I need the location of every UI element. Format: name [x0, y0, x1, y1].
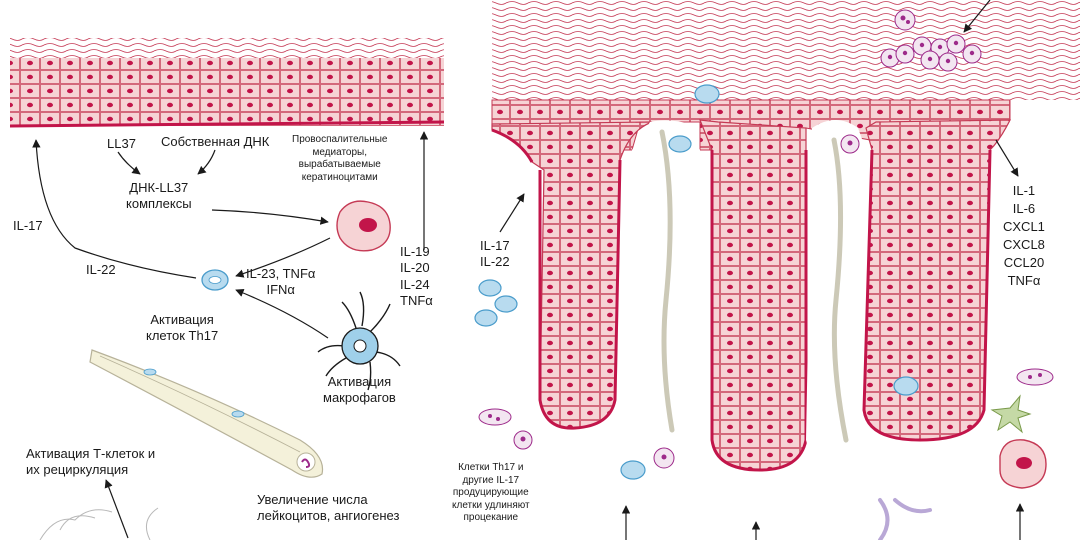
- lymphocyte-icon: [201, 269, 229, 291]
- arrow-dc-to-th17: [235, 237, 331, 278]
- keratinocyte-icon: [336, 200, 391, 252]
- rete-ridge-1: [491, 121, 653, 429]
- label-cytokines-right: IL-1 IL-6 CXCL1 CXCL8 CCL20 TNFα: [1003, 183, 1045, 288]
- stratum-corneum-right: [492, 0, 1080, 100]
- epidermis-left: [9, 38, 445, 128]
- label-leukocyte-increase: Увеличение числа лейкоцитов, ангиогенез: [257, 492, 400, 524]
- label-dna-ll37-complexes: ДНК-LL37 комплексы: [126, 180, 192, 212]
- arrow-to-neutrophil-cluster: [963, 0, 991, 33]
- arrow-complex-to-dc: [211, 209, 329, 225]
- arrow-to-cytokines: [995, 139, 1019, 177]
- arrows-left: [32, 131, 429, 539]
- label-th17-bottom: Клетки Th17 и другие IL-17 продуцирующие…: [452, 462, 530, 523]
- blood-vessel-icon: [89, 349, 324, 478]
- arrow-tcell: [104, 479, 129, 539]
- macrophage-icon: [317, 291, 401, 391]
- label-il23-group: IL-23, TNFα IFNα: [246, 266, 316, 298]
- label-macrophage-activation: Активация макрофагов: [323, 374, 396, 406]
- dendritic-cell-icon: [878, 394, 1032, 540]
- arrow-th17-il22: [32, 139, 197, 279]
- label-il17-il22-right: IL-17 IL-22: [480, 238, 510, 270]
- label-th17-activation: Активация клеток Th17: [146, 312, 219, 344]
- arrows-right: [499, 0, 1025, 540]
- neutrophil-icon: [513, 9, 982, 469]
- dermal-papilla-1: [620, 120, 700, 540]
- stratum-corneum-left: [10, 38, 444, 60]
- keratinocyte-layer-left: [10, 58, 444, 126]
- arrow-dna-to-complex: [197, 149, 216, 175]
- label-ll37: LL37: [107, 136, 136, 151]
- label-il17-left: IL-17: [13, 218, 43, 233]
- mast-cell-icons: [478, 368, 1054, 426]
- label-il19-group: IL-19 IL-20 IL-24 TNFα: [400, 244, 433, 308]
- arrow-il17-into-ridge: [499, 193, 525, 233]
- arrow-ll37-to-complex: [117, 151, 141, 175]
- label-il22-left: IL-22: [86, 262, 116, 277]
- lymphocytes-right: [474, 84, 919, 480]
- keratinocyte-icon-right: [999, 439, 1047, 489]
- basement-membrane-left: [9, 120, 445, 128]
- capillary-network: [39, 507, 159, 540]
- rete-ridge-2: [699, 119, 807, 471]
- arrow-macrophage-to-th17: [235, 288, 329, 339]
- label-proinflammatory-mediators: Провоспалительные медиаторы, вырабатывае…: [292, 134, 388, 183]
- label-self-dna: Собственная ДНК: [161, 134, 270, 149]
- epidermis-right: [491, 0, 1080, 540]
- label-tcell-activation: Активация Т-клеток и их рециркуляция: [26, 446, 156, 478]
